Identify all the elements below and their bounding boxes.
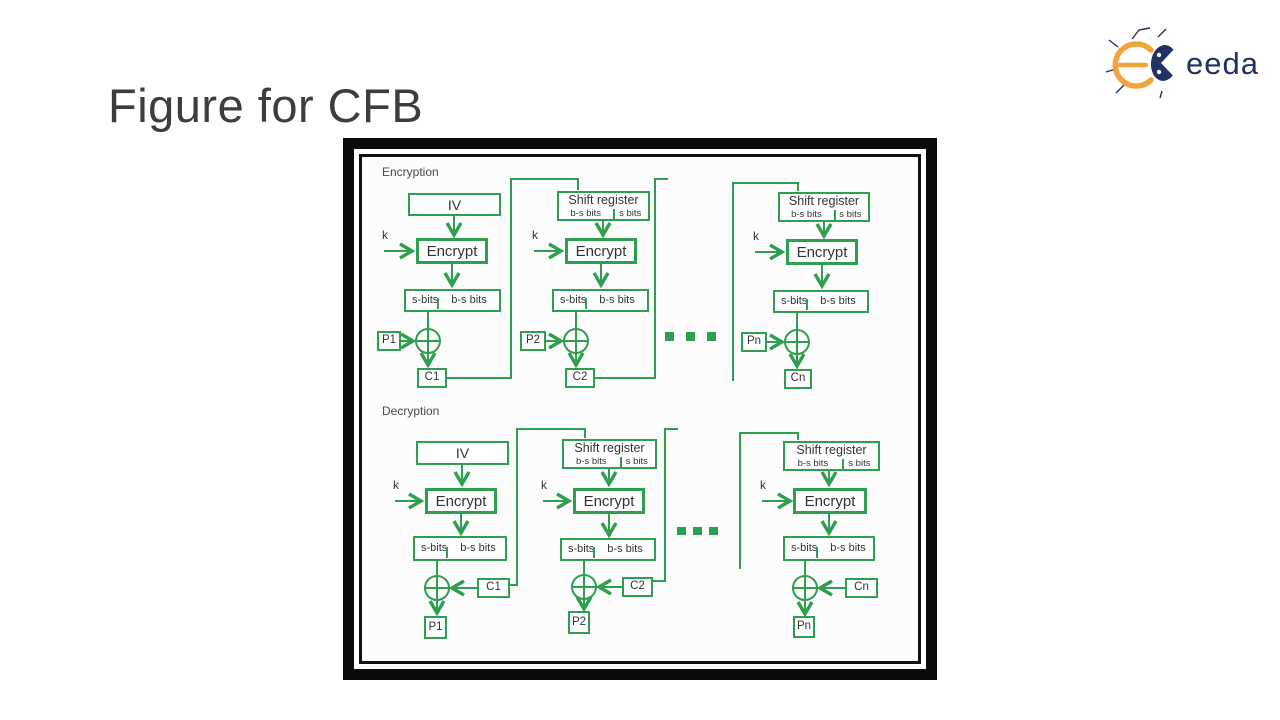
- dec2-plaintext-box: P2: [568, 611, 590, 634]
- divider-tick: [613, 209, 616, 220]
- dec3-ciphertext-box: Cn: [845, 578, 878, 598]
- enc3-sr-left-label: b-s bits: [791, 209, 822, 221]
- decryption-section-label: Decryption: [382, 404, 440, 418]
- enc1-bsbits-label: b-s bits: [451, 294, 487, 306]
- divider-tick: [833, 210, 836, 221]
- enc2-plaintext-box: P2: [520, 331, 546, 351]
- enc2-sbits-label: s-bits: [560, 294, 587, 306]
- dec3-shift-register-box: Shift register b-s bits s bits: [783, 441, 880, 471]
- enc3-bsbits-label: b-s bits: [820, 295, 856, 307]
- page-title: Figure for CFB: [108, 79, 424, 132]
- dec2-sbits-label: s-bits: [568, 543, 595, 555]
- divider-tick: [619, 457, 622, 468]
- enc2-shift-register-label: Shift register: [568, 193, 639, 207]
- enc2-key-label: k: [532, 228, 538, 242]
- divider-tick: [816, 547, 818, 558]
- dec2-shift-register-label: Shift register: [574, 441, 645, 455]
- enc2-shift-register-box: Shift register b-s bits s bits: [557, 191, 650, 221]
- dec3-sr-left-label: b-s bits: [797, 458, 829, 470]
- dec2-sr-left-label: b-s bits: [575, 456, 607, 468]
- diagram-frame: Encryption IV k Encrypt s-bits b-s bits …: [343, 138, 937, 680]
- connector-wires: [384, 178, 845, 618]
- enc3-shift-register-box: Shift register b-s bits s bits: [778, 192, 870, 222]
- enc1-sbits-label: s-bits: [412, 294, 439, 306]
- dec1-encrypt-box: Encrypt: [425, 488, 497, 514]
- enc2-encrypt-box: Encrypt: [565, 238, 637, 264]
- enc1-encrypt-box: Encrypt: [416, 238, 488, 264]
- enc3-shift-register-label: Shift register: [788, 194, 860, 208]
- enc1-key-label: k: [382, 228, 388, 242]
- dec1-iv-box: IV: [416, 441, 509, 465]
- enc3-sr-right-label: s bits: [839, 209, 862, 221]
- logo-wordmark: eeda: [1186, 46, 1259, 81]
- enc3-sbits-label: s-bits: [781, 295, 808, 307]
- dec3-bsbits-label: b-s bits: [830, 542, 866, 554]
- ekeeda-logo: eeda: [1106, 24, 1259, 100]
- divider-tick: [437, 298, 439, 309]
- dec1-plaintext-box: P1: [424, 616, 447, 639]
- enc3-output-box: s-bits b-s bits: [773, 290, 869, 313]
- enc3-key-label: k: [753, 229, 759, 243]
- enc1-iv-box: IV: [408, 193, 501, 216]
- dec1-key-label: k: [393, 478, 399, 492]
- ekeeda-bug-icon: [1106, 27, 1178, 99]
- enc3-ciphertext-box: Cn: [784, 369, 812, 389]
- dec1-output-box: s-bits b-s bits: [413, 536, 507, 561]
- divider-tick: [806, 299, 808, 310]
- dec3-sr-right-label: s bits: [848, 458, 871, 470]
- enc1-ciphertext-box: C1: [417, 368, 447, 388]
- enc2-ciphertext-box: C2: [565, 368, 595, 388]
- enc2-sr-left-label: b-s bits: [570, 208, 601, 220]
- enc1-plaintext-box: P1: [377, 331, 401, 351]
- enc1-output-box: s-bits b-s bits: [404, 289, 501, 312]
- dec3-key-label: k: [760, 478, 766, 492]
- dec2-output-box: s-bits b-s bits: [560, 538, 656, 561]
- dec3-sbits-label: s-bits: [791, 542, 818, 554]
- dec3-output-box: s-bits b-s bits: [783, 536, 875, 561]
- enc2-output-box: s-bits b-s bits: [552, 289, 649, 312]
- enc3-encrypt-box: Encrypt: [786, 239, 858, 265]
- dec3-encrypt-box: Encrypt: [793, 488, 867, 514]
- enc2-sr-right-label: s bits: [619, 208, 642, 220]
- divider-tick: [585, 298, 587, 309]
- dec1-ciphertext-box: C1: [477, 578, 510, 598]
- divider-tick: [446, 547, 448, 558]
- dec3-plaintext-box: Pn: [793, 616, 815, 638]
- enc3-plaintext-box: Pn: [741, 332, 767, 352]
- dec2-encrypt-box: Encrypt: [573, 488, 645, 514]
- dec3-shift-register-label: Shift register: [796, 443, 867, 457]
- dec2-bsbits-label: b-s bits: [607, 543, 643, 555]
- dec1-sbits-label: s-bits: [421, 542, 448, 554]
- dec2-sr-right-label: s bits: [625, 456, 648, 468]
- dec2-ciphertext-box: C2: [622, 577, 653, 597]
- enc2-bsbits-label: b-s bits: [599, 294, 635, 306]
- divider-tick: [593, 547, 595, 558]
- divider-tick: [841, 459, 844, 470]
- dec2-key-label: k: [541, 478, 547, 492]
- dec1-bsbits-label: b-s bits: [460, 542, 496, 554]
- diagram-canvas: Encryption IV k Encrypt s-bits b-s bits …: [359, 154, 921, 664]
- dec2-shift-register-box: Shift register b-s bits s bits: [562, 439, 657, 469]
- encryption-section-label: Encryption: [382, 165, 439, 179]
